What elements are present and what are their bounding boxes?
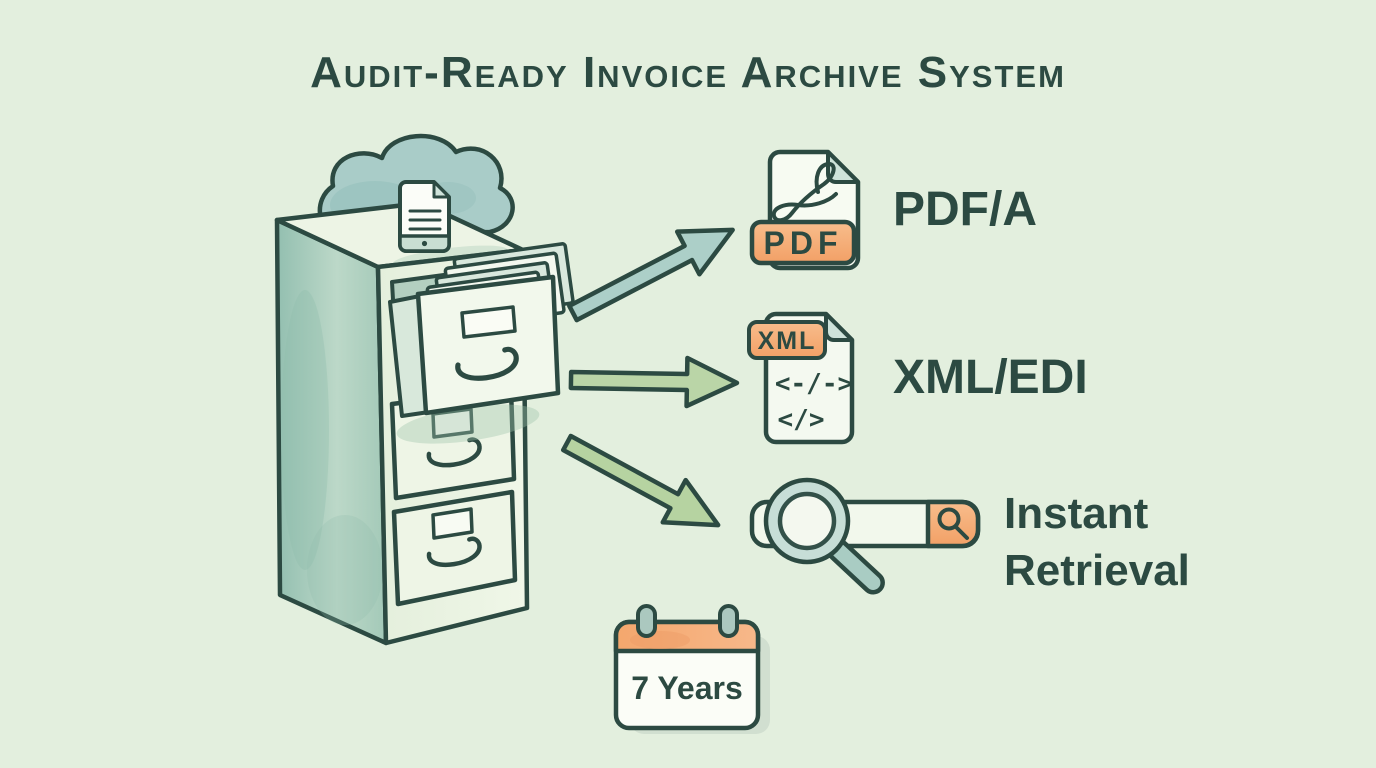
drawer-label-holder — [431, 507, 474, 540]
closed-drawer-bottom — [391, 489, 518, 607]
search-button-magnifier-icon — [937, 507, 969, 540]
filing-cabinet-icon — [274, 200, 575, 646]
closed-drawer-middle — [389, 386, 517, 501]
pdfa-label: PDF/A — [893, 183, 1037, 236]
arrow-to-search — [560, 433, 721, 528]
retention-label: 7 Years — [631, 670, 743, 706]
drawer-front-panel — [415, 274, 561, 416]
magnifier-lens — [777, 491, 837, 551]
open-drawer — [388, 242, 575, 418]
arrow-to-xml — [568, 355, 740, 409]
page-title: Audit-Ready Invoice Archive System — [310, 48, 1066, 97]
drawer-label-holder — [431, 407, 474, 439]
acrobat-swirl-glyph — [771, 162, 838, 223]
xml-badge-label: XML — [758, 327, 817, 355]
xml-file-icon: XML <-/-> </> — [747, 311, 855, 445]
xmledi-label: XML/EDI — [893, 351, 1088, 404]
pdf-file-icon: PDF — [749, 149, 861, 271]
pdf-badge — [749, 219, 857, 266]
xml-badge — [747, 320, 827, 360]
retrieval-label-line1: Instant — [1004, 489, 1149, 538]
code-line-1: <-/-> — [775, 369, 853, 399]
arrow-to-pdf — [567, 227, 735, 323]
pdf-badge-label: PDF — [764, 225, 843, 261]
fold-corner — [824, 312, 854, 342]
fold-corner — [826, 150, 860, 184]
drawer-label-holder — [460, 305, 517, 339]
retrieval-label-line2: Retrieval — [1004, 546, 1190, 595]
uploaded-document-icon — [398, 180, 451, 253]
fold-corner — [432, 180, 451, 199]
code-line-2: </> — [778, 405, 825, 435]
calendar-ring-right — [718, 604, 739, 638]
calendar-icon: 7 Years — [613, 604, 770, 734]
calendar-ring-left — [636, 604, 657, 638]
search-magnifier-icon — [763, 477, 885, 595]
